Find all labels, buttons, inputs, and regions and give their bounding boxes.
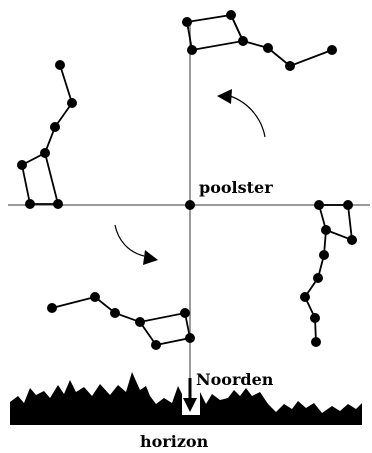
star [182,17,192,27]
star [343,200,353,210]
horizon-label: horizon [140,432,209,451]
star [347,235,357,245]
star [90,292,100,302]
constellation-bottom-lines [52,297,190,345]
star [321,225,331,235]
star [53,199,63,209]
star [238,36,248,46]
constellation-right-lines [319,205,352,240]
star [285,61,295,71]
constellation-top [182,10,337,71]
star [67,98,77,108]
constellation-top-lines [187,15,332,66]
constellation-left-lines [22,65,72,204]
star [263,43,273,53]
north-label: Noorden [196,370,274,389]
star [319,250,329,260]
star [327,45,337,55]
constellation-bottom [47,292,195,350]
pole-star-label: poolster [199,178,273,197]
star [17,160,27,170]
constellation-right [300,200,357,347]
star [40,148,50,158]
north-arrow-icon [183,398,197,412]
star [187,45,197,55]
star [110,308,120,318]
constellation-right-tail [305,230,326,342]
star [151,340,161,350]
star [47,303,57,313]
rotation-arrow-lower-left-icon [115,225,158,265]
star [226,10,236,20]
star [55,60,65,70]
star [300,292,310,302]
star [314,200,324,210]
star [50,122,60,132]
star [25,199,35,209]
constellation-left [17,60,77,209]
star [310,313,320,323]
star [185,333,195,343]
star [311,337,321,347]
star [180,308,190,318]
rotation-arrow-upper-right-icon [217,89,265,137]
star [313,273,323,283]
pole-star [185,200,195,210]
star [135,317,145,327]
